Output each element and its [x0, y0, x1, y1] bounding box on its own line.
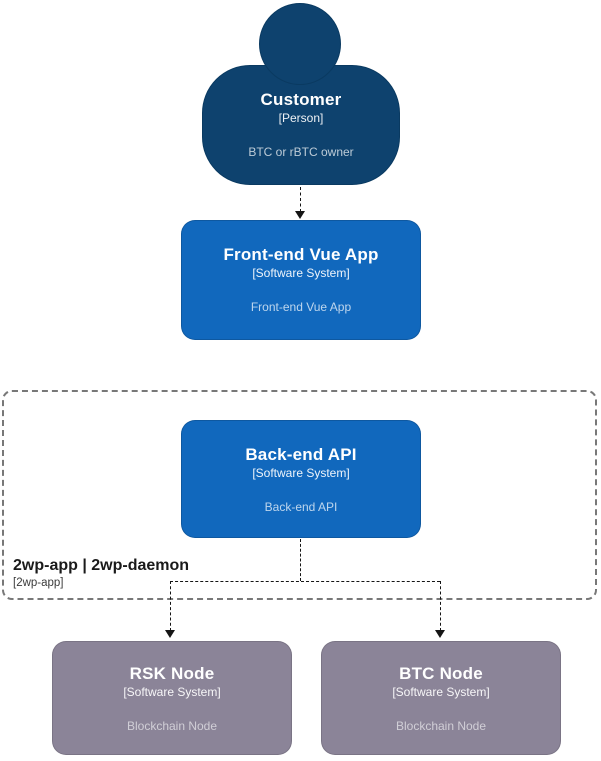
backend-description: Back-end API: [264, 500, 338, 514]
system-frontend-vue-app: Front-end Vue App [Software System] Fron…: [181, 220, 421, 340]
edge-backend-stem: [300, 539, 301, 581]
boundary-2wp-app: 2wp-app | 2wp-daemon [2wp-app]: [2, 390, 597, 600]
person-head-icon: [259, 3, 341, 85]
boundary-type: [2wp-app]: [13, 577, 64, 589]
edge-backend-to-rsk-arrowhead: [165, 630, 175, 638]
boundary-label: 2wp-app | 2wp-daemon [2wp-app]: [13, 556, 189, 590]
edge-backend-split: [170, 581, 440, 582]
btc-description: Blockchain Node: [395, 719, 487, 733]
rsk-description: Blockchain Node: [126, 719, 218, 733]
edge-backend-to-btc-arrowhead: [435, 630, 445, 638]
edge-customer-to-frontend: [300, 187, 301, 212]
system-btc-node: BTC Node [Software System] Blockchain No…: [321, 641, 561, 755]
backend-type: [Software System]: [252, 466, 350, 480]
system-rsk-node: RSK Node [Software System] Blockchain No…: [52, 641, 292, 755]
rsk-type: [Software System]: [123, 685, 221, 699]
rsk-title: RSK Node: [129, 664, 215, 683]
person-customer: Customer [Person] BTC or rBTC owner: [202, 65, 400, 185]
system-backend-api: Back-end API [Software System] Back-end …: [181, 420, 421, 538]
edge-backend-to-btc: [440, 581, 441, 631]
btc-title: BTC Node: [399, 664, 483, 683]
person-title: Customer: [260, 90, 342, 109]
backend-title: Back-end API: [245, 445, 357, 464]
person-type: [Person]: [278, 111, 324, 125]
person-description: BTC or rBTC owner: [248, 145, 354, 159]
edge-backend-to-rsk: [170, 581, 171, 631]
frontend-title: Front-end Vue App: [223, 245, 379, 264]
frontend-description: Front-end Vue App: [250, 300, 352, 314]
edge-customer-to-frontend-arrowhead: [295, 211, 305, 219]
frontend-type: [Software System]: [252, 266, 350, 280]
boundary-title: 2wp-app | 2wp-daemon: [13, 557, 190, 574]
btc-type: [Software System]: [392, 685, 490, 699]
